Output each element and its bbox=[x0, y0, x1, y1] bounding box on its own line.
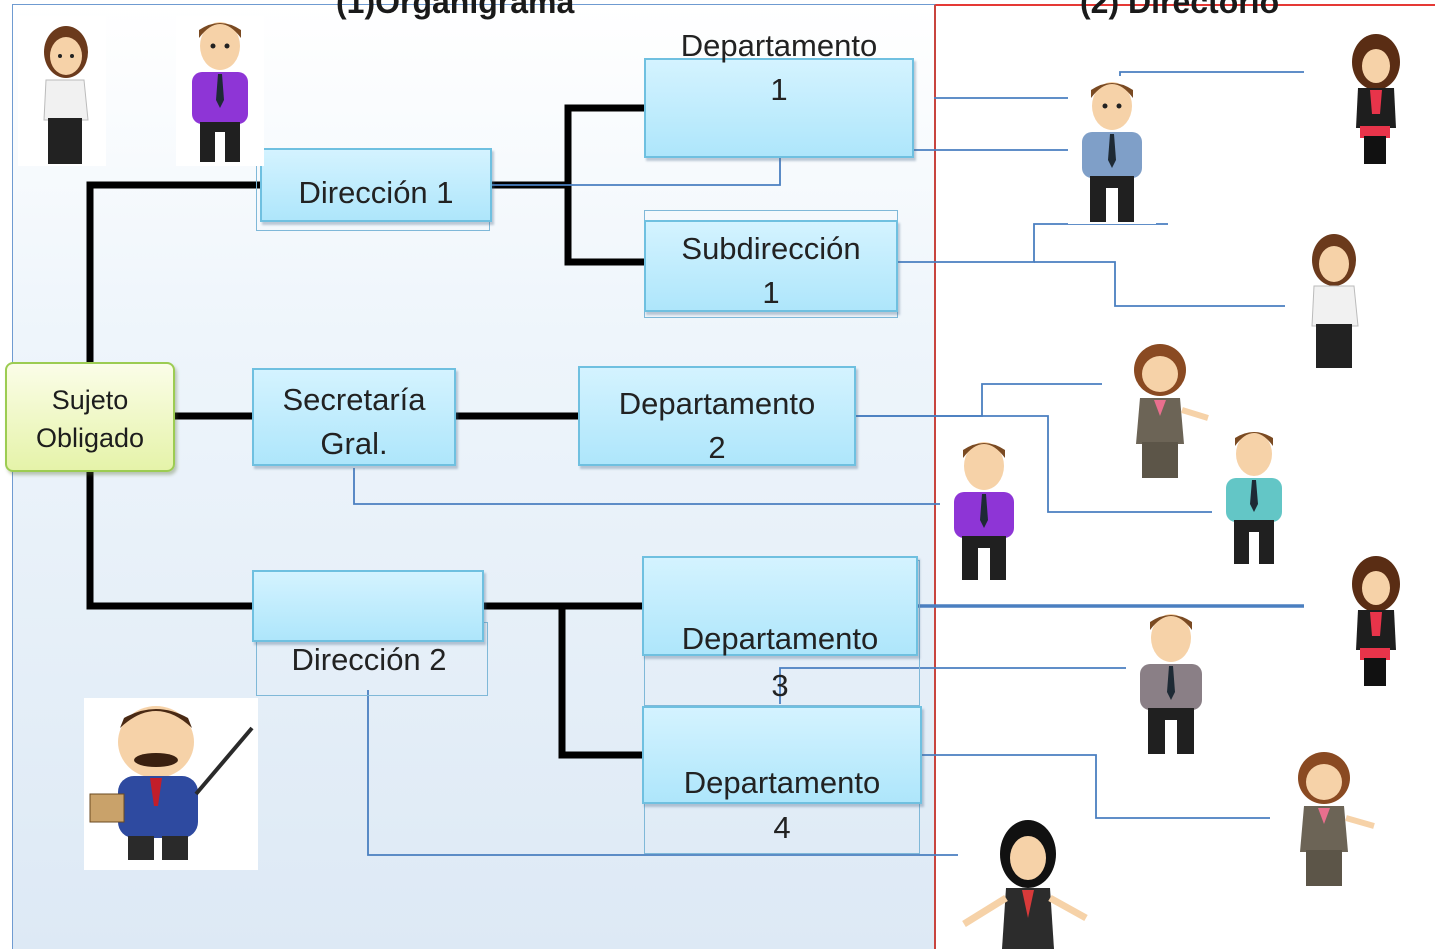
secretaria-label: Secretaría bbox=[282, 382, 426, 417]
directorio-divider bbox=[936, 4, 1435, 6]
directorio-title: (2) Directorio bbox=[1080, 0, 1280, 20]
departamento4-box[interactable] bbox=[642, 706, 922, 804]
direccion1-label: Dirección 1 bbox=[298, 175, 454, 210]
woman-black-hair-illustration bbox=[962, 820, 1088, 949]
man-purple-shirt-right-illustration bbox=[940, 436, 1028, 582]
obligado-label: Obligado bbox=[35, 423, 145, 453]
sujeto-obligado-box[interactable]: Sujeto Obligado bbox=[5, 362, 175, 472]
direccion2-box[interactable] bbox=[252, 570, 484, 642]
man-grey-shirt-illustration bbox=[1126, 608, 1216, 756]
departamento1-label: Departamento bbox=[680, 28, 878, 63]
departamento2-box[interactable] bbox=[578, 366, 856, 466]
directory-links bbox=[353, 71, 1304, 856]
man-teal-shirt-illustration bbox=[1212, 426, 1296, 566]
departamento4-label: Departamento bbox=[683, 765, 881, 800]
teacher-with-pointer-illustration bbox=[84, 698, 258, 870]
man-blue-shirt-illustration bbox=[1068, 76, 1156, 224]
man-purple-shirt-illustration bbox=[176, 16, 264, 166]
departamento2-number: 2 bbox=[708, 430, 726, 465]
subdireccion1-number: 1 bbox=[762, 275, 780, 310]
organigrama-title: (1)Organigrama bbox=[336, 0, 575, 20]
departamento3-box[interactable] bbox=[642, 556, 918, 656]
subdireccion1-box[interactable] bbox=[644, 220, 898, 312]
departamento2-label: Departamento bbox=[618, 386, 816, 421]
secretaria-label-line2: Gral. bbox=[320, 426, 388, 461]
departamento1-number: 1 bbox=[770, 72, 788, 107]
connector-root-direccion1 bbox=[86, 181, 262, 366]
sujeto-label: Sujeto bbox=[51, 385, 129, 415]
connector-root-direccion2 bbox=[86, 468, 256, 610]
departamento3-number: 3 bbox=[771, 668, 789, 703]
woman-white-blouse-illustration bbox=[18, 16, 106, 166]
departamento1-box[interactable] bbox=[644, 58, 914, 158]
woman-white-blouse-right-illustration bbox=[1311, 234, 1359, 368]
direccion1-box[interactable] bbox=[260, 148, 492, 222]
departamento3-label: Departamento bbox=[681, 621, 879, 656]
departamento4-number: 4 bbox=[773, 810, 791, 845]
direccion2-label: Dirección 2 bbox=[291, 642, 447, 677]
secretaria-box[interactable] bbox=[252, 368, 456, 466]
woman-red-top-lower-illustration bbox=[1352, 556, 1400, 686]
subdireccion1-label: Subdirección bbox=[681, 231, 861, 266]
woman-waving-lower-illustration bbox=[1298, 752, 1375, 886]
connector-dep4 bbox=[558, 602, 648, 759]
woman-waving-illustration bbox=[1134, 344, 1209, 478]
woman-red-top-illustration bbox=[1352, 34, 1400, 164]
